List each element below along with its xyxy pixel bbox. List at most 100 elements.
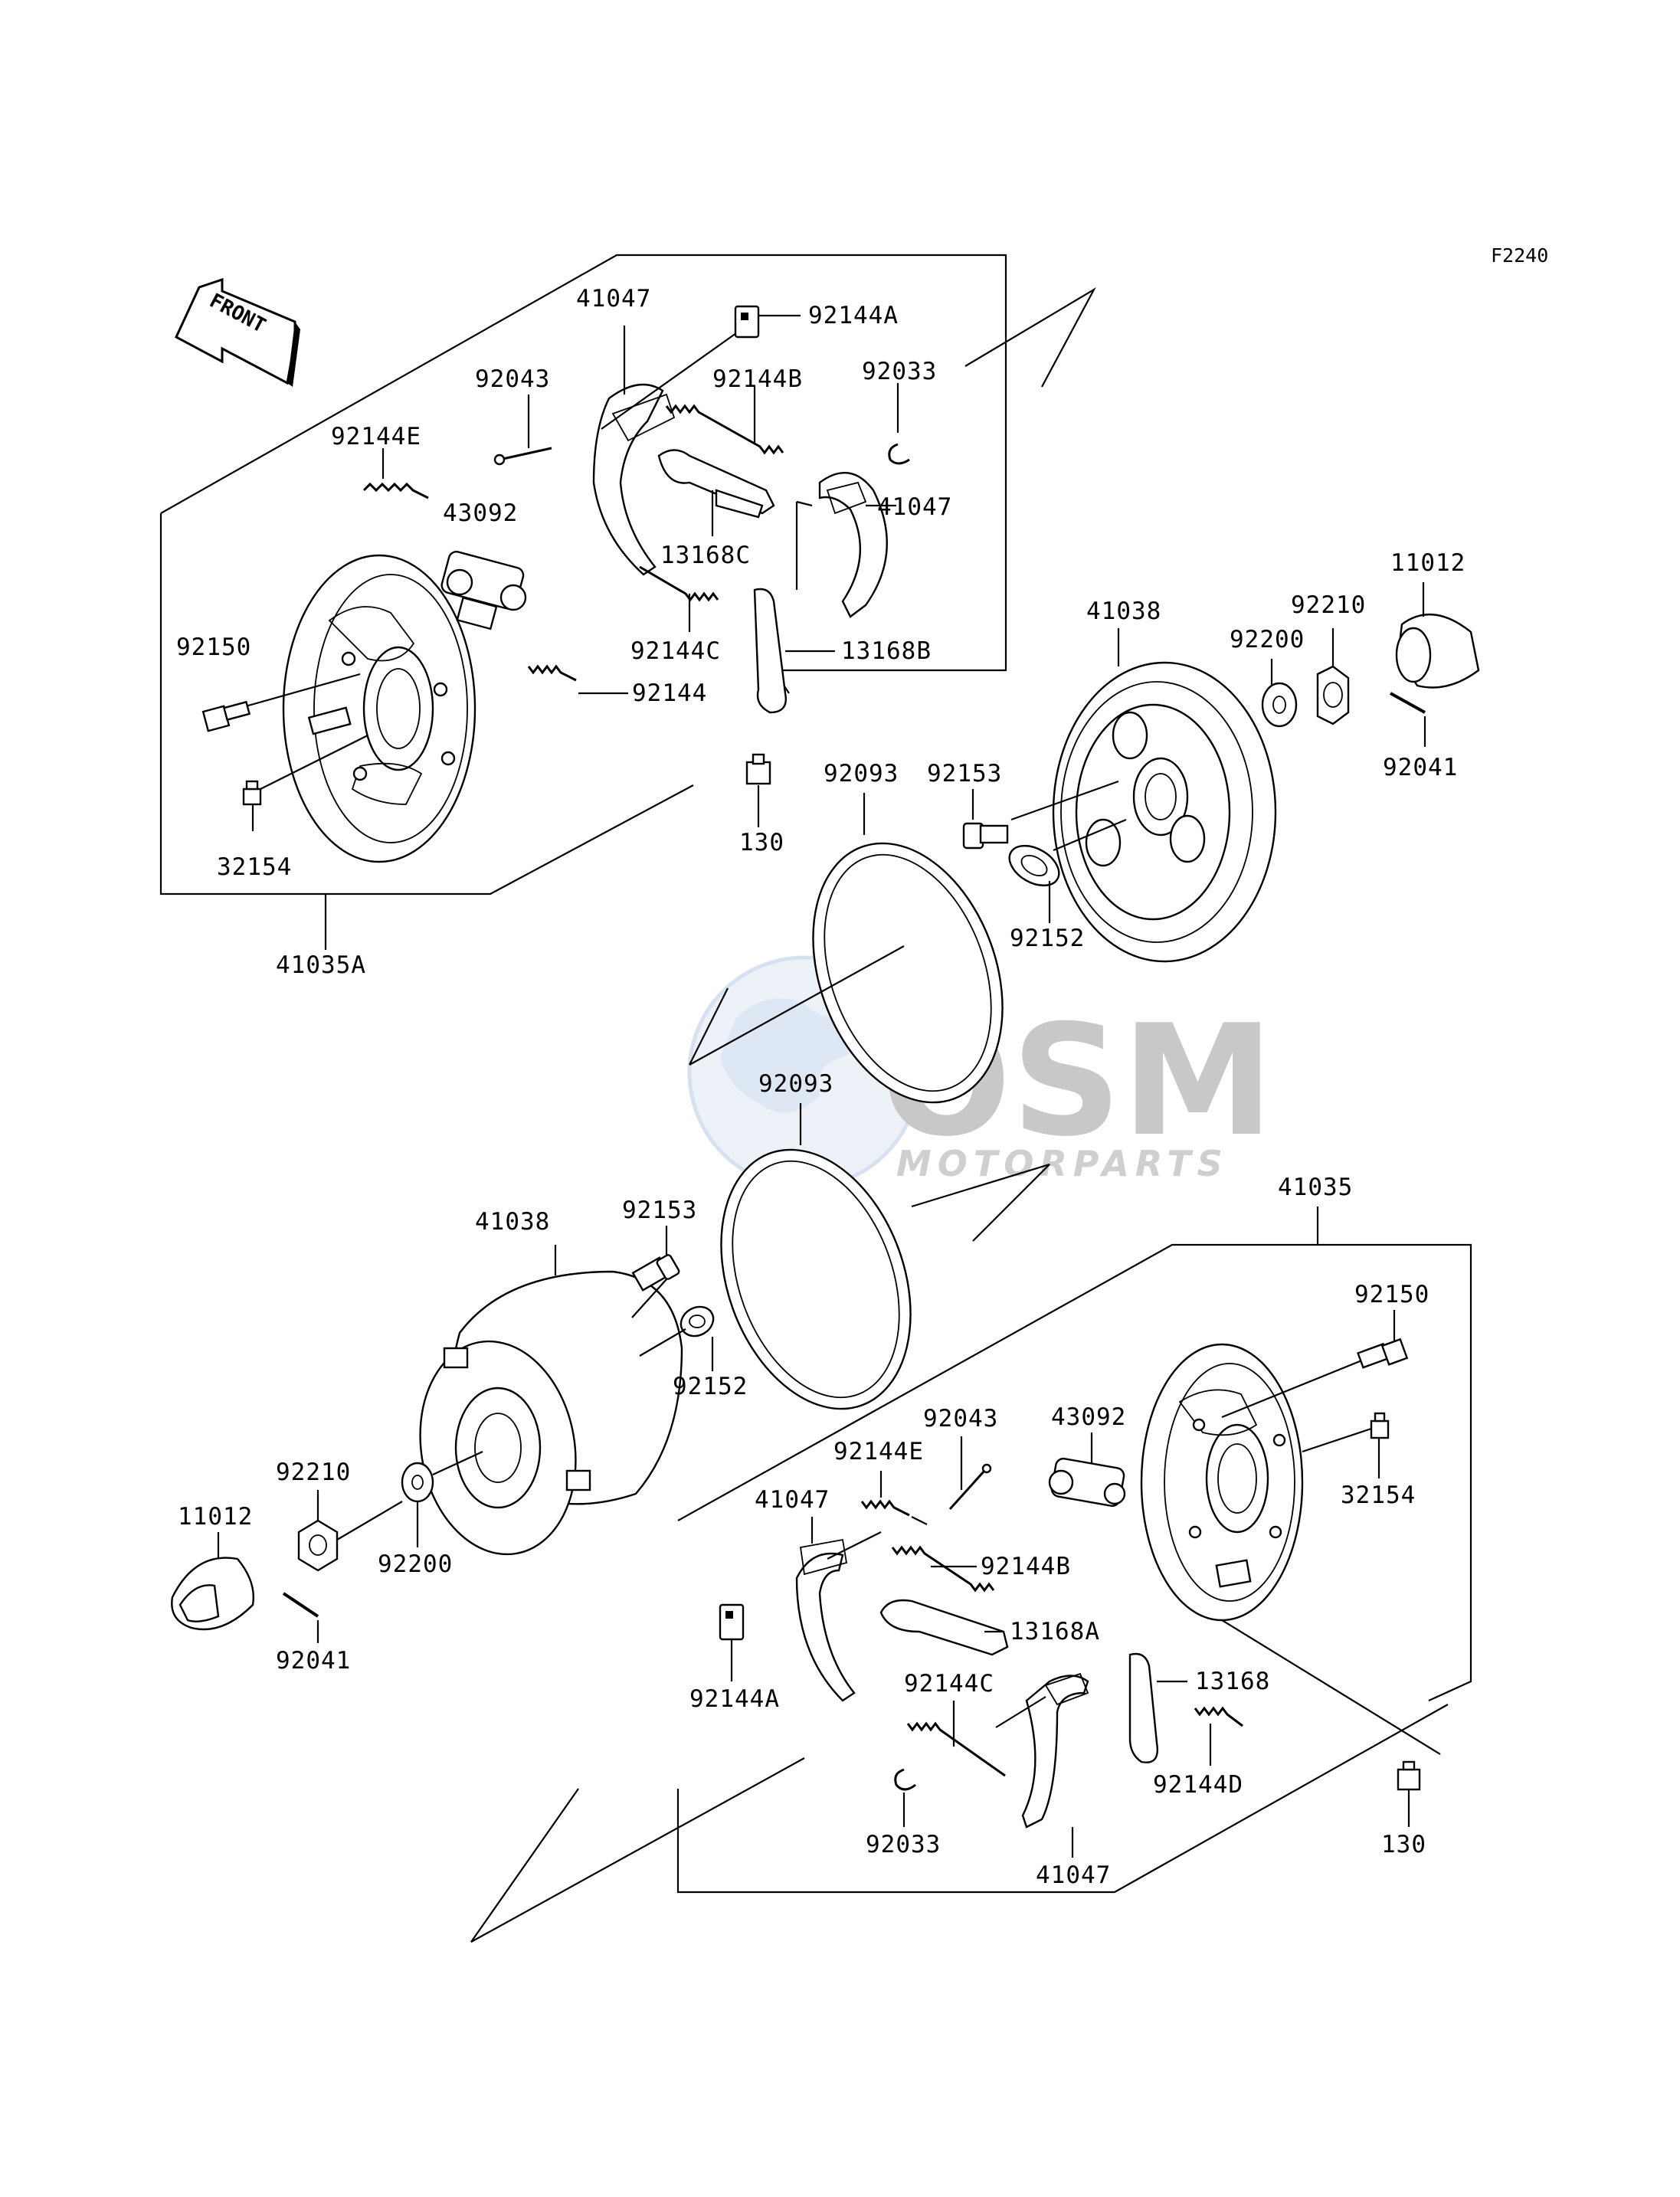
- label-11012: 11012: [1390, 549, 1465, 577]
- spring-92144D: [1194, 1706, 1243, 1766]
- lever-13168A: [879, 1599, 1009, 1656]
- nut-92210-top: [1316, 628, 1350, 725]
- label-92041: 92041: [276, 1647, 351, 1675]
- pin-92043-top: [493, 395, 552, 466]
- label-92093: 92093: [824, 760, 899, 787]
- brake-drum-41038-bottom: [419, 1245, 683, 1556]
- cap-11012-bottom: [171, 1532, 254, 1631]
- label-41038: 41038: [475, 1208, 550, 1236]
- brake-drum-41038-top: [1052, 628, 1277, 963]
- label-92153: 92153: [927, 760, 1002, 787]
- label-92152: 92152: [673, 1373, 748, 1400]
- bolt-92153-top: [962, 780, 1119, 850]
- pin-92043-bottom: [948, 1436, 992, 1511]
- brake-shoe-41047-bottom2: [995, 1672, 1089, 1858]
- seal-92152-bottom: [639, 1305, 715, 1371]
- nipple-32154-bottom: [1302, 1412, 1390, 1478]
- label-92144B: 92144B: [712, 365, 803, 393]
- diagram-code: F2240: [1491, 244, 1548, 267]
- top-backing-plate: [282, 554, 476, 863]
- label-13168: 13168: [1195, 1668, 1270, 1695]
- label-92093: 92093: [758, 1070, 833, 1098]
- nut-92210-bottom: [297, 1490, 403, 1572]
- cap-11012-top: [1395, 582, 1480, 689]
- nipple-32154-top: [242, 735, 368, 831]
- part-labels: 41047 92144A 92043 92144B 92033 92144E 4…: [176, 285, 1465, 1889]
- top-assembly-outline: [159, 254, 1096, 950]
- label-32154: 32154: [217, 853, 292, 881]
- label-41047: 41047: [755, 1486, 830, 1514]
- label-92210: 92210: [1291, 591, 1366, 619]
- label-41035A: 41035A: [276, 951, 366, 979]
- label-41047: 41047: [576, 285, 651, 313]
- bolt-130-top: [745, 753, 771, 827]
- label-92144A: 92144A: [689, 1685, 780, 1713]
- label-92043: 92043: [475, 365, 550, 393]
- cotter-pin-92041-bottom: [282, 1592, 319, 1643]
- label-13168B: 13168B: [841, 637, 932, 665]
- e-clip-92033-top: [888, 383, 910, 465]
- label-43092: 43092: [1051, 1403, 1126, 1431]
- label-92200: 92200: [378, 1550, 453, 1578]
- label-11012: 11012: [178, 1503, 253, 1531]
- clip-92144A-bottom: [719, 1603, 745, 1681]
- spring-92144C-top: [639, 565, 719, 632]
- clip-92144A-top: [734, 305, 801, 339]
- brake-shoe-41047-top: [592, 325, 748, 576]
- washer-92200-top: [1261, 659, 1298, 728]
- bolt-92153-bottom: [631, 1226, 680, 1318]
- bolt-92150-top: [201, 673, 361, 732]
- bottom-assembly-outline: [470, 1207, 1472, 1943]
- label-92153: 92153: [622, 1197, 697, 1224]
- label-92210: 92210: [276, 1459, 351, 1486]
- lever-13168B: [753, 588, 835, 714]
- label-92144C: 92144C: [904, 1670, 994, 1698]
- label-92144C: 92144C: [630, 637, 721, 665]
- e-clip-92033-bottom: [894, 1768, 916, 1827]
- brake-shoe-41047-bottom: [795, 1517, 882, 1702]
- wheel-cylinder-43092-bottom: [1048, 1432, 1126, 1508]
- label-130: 130: [1381, 1831, 1426, 1858]
- label-92152: 92152: [1010, 925, 1085, 952]
- spring-92144B-bottom: [891, 1545, 995, 1593]
- label-32154: 32154: [1341, 1482, 1416, 1509]
- label-92041: 92041: [1383, 754, 1458, 781]
- seal-92152-top: [1008, 818, 1127, 923]
- label-92033: 92033: [866, 1831, 941, 1858]
- label-92144D: 92144D: [1153, 1771, 1243, 1799]
- label-41038: 41038: [1086, 598, 1161, 625]
- brake-shoe-41047-top2: [795, 472, 896, 618]
- label-13168A: 13168A: [1010, 1618, 1100, 1645]
- label-41047: 41047: [877, 493, 952, 521]
- label-41035: 41035: [1278, 1174, 1353, 1201]
- label-92144A: 92144A: [808, 302, 899, 329]
- label-92144E: 92144E: [331, 423, 421, 450]
- spring-92144-top: [527, 664, 628, 695]
- bottom-backing-plate: [1140, 1343, 1304, 1622]
- label-92144B: 92144B: [981, 1553, 1071, 1580]
- spring-92144E-bottom: [860, 1471, 928, 1525]
- watermark-subtext: MOTORPARTS: [896, 1143, 1229, 1184]
- label-92150: 92150: [176, 634, 251, 661]
- shoe-ring-92093-bottom: [720, 1103, 1050, 1410]
- label-92043: 92043: [923, 1405, 998, 1432]
- shoe-ring-92093-top: [689, 793, 1004, 1104]
- lever-13168: [1128, 1652, 1187, 1763]
- spring-92144C-bottom: [906, 1701, 1006, 1777]
- label-92150: 92150: [1354, 1281, 1429, 1308]
- label-43092: 43092: [443, 499, 518, 527]
- label-13168C: 13168C: [660, 542, 751, 569]
- label-92144: 92144: [632, 679, 707, 707]
- bolt-130-bottom: [1397, 1760, 1421, 1827]
- bolt-92150-bottom: [1221, 1310, 1409, 1419]
- washer-92200-bottom: [401, 1451, 483, 1547]
- front-arrow-icon: FRONT: [175, 277, 300, 387]
- cotter-pin-92041-top: [1390, 692, 1426, 747]
- spring-92144B-top: [665, 387, 784, 455]
- label-92144E: 92144E: [833, 1438, 924, 1465]
- label-92200: 92200: [1230, 626, 1305, 653]
- lever-13168C: [657, 449, 775, 536]
- label-130: 130: [739, 829, 784, 856]
- label-41047: 41047: [1036, 1861, 1111, 1889]
